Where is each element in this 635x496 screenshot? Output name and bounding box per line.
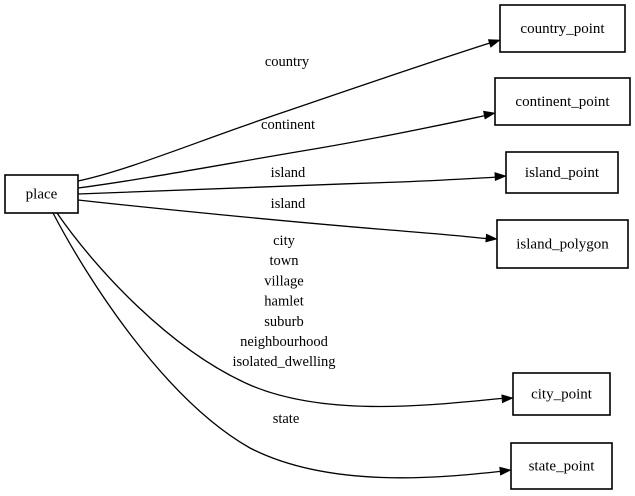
edge-island-polygon-label-line: island [271, 196, 306, 212]
node-city_point[interactable]: city_point [512, 372, 611, 416]
edge-state-point-label-line: state [273, 411, 300, 427]
edge-country-arrowhead-icon [487, 39, 501, 48]
edge-state-point-arrowhead-icon [499, 466, 512, 476]
nodes-layer: place country_point continent_point island_… [4, 4, 631, 490]
node-country_point-label: country_point [520, 21, 605, 37]
node-continent_point-box[interactable] [494, 77, 631, 126]
edge-city-point-label-line: town [270, 254, 300, 270]
node-island_polygon[interactable]: island_polygon [496, 219, 629, 269]
edge-island-point-arrowhead-icon [494, 172, 507, 182]
edge-city-point-arrowhead-icon [501, 394, 514, 404]
edge-island-polygon-label: island [271, 196, 306, 212]
edge-state-point-line [52, 212, 505, 479]
node-island_point[interactable]: island_point [505, 151, 619, 194]
node-state_point[interactable]: state_point [510, 442, 613, 490]
edge-island-polygon [77, 199, 498, 243]
node-continent_point[interactable]: continent_point [494, 77, 631, 126]
edge-country-label-line: country [265, 54, 310, 70]
edge-city-point-label-line: suburb [264, 314, 303, 330]
edge-continent-label-line: continent [261, 117, 315, 133]
edge-island-polygon-line [77, 199, 491, 240]
edges-layer [52, 39, 514, 479]
edge-city-point [56, 212, 514, 408]
edge-city-point-label: city town village hamlet suburb neighbourhood… [232, 233, 335, 370]
edge-island-polygon-arrowhead-icon [485, 233, 498, 243]
node-island_point-label: island_point [525, 165, 600, 181]
edge-country-line [77, 41, 494, 182]
node-city_point-box[interactable] [512, 372, 611, 416]
node-state_point-label: state_point [529, 458, 596, 474]
node-place[interactable]: place [4, 174, 79, 214]
node-place-box[interactable] [4, 174, 79, 214]
edge-continent-line [77, 114, 489, 189]
edge-continent-label: continent [261, 117, 315, 133]
edge-island-point [77, 172, 507, 195]
node-country_point[interactable]: country_point [499, 4, 626, 53]
edge-continent [77, 110, 496, 189]
edge-city-point-label-line: neighbourhood [240, 334, 329, 350]
edge-country-label: country [265, 54, 310, 70]
node-island_polygon-box[interactable] [496, 219, 629, 269]
edge-island-point-line [77, 176, 500, 195]
node-state_point-box[interactable] [510, 442, 613, 490]
node-island_polygon-label: island_polygon [516, 236, 609, 252]
edge-city-point-label-line: hamlet [264, 294, 303, 310]
edge-city-point-label-line: isolated_dwelling [232, 355, 335, 371]
node-place-label: place [26, 186, 58, 202]
edge-labels-layer: country continent island island city town vill… [232, 54, 335, 427]
node-country_point-box[interactable] [499, 4, 626, 53]
edge-state-point-label: state [273, 411, 300, 427]
edge-continent-arrowhead-icon [483, 110, 496, 120]
node-island_point-box[interactable] [505, 151, 619, 194]
node-city_point-label: city_point [531, 386, 593, 402]
edge-city-point-label-line: city [273, 233, 295, 249]
edge-island-point-label-line: island [271, 165, 306, 181]
edge-city-point-line [56, 212, 507, 408]
edge-island-point-label: island [271, 165, 306, 181]
edge-state-point [52, 212, 512, 479]
edge-city-point-label-line: village [264, 274, 303, 290]
edge-country [77, 39, 501, 182]
node-continent_point-label: continent_point [515, 94, 610, 110]
